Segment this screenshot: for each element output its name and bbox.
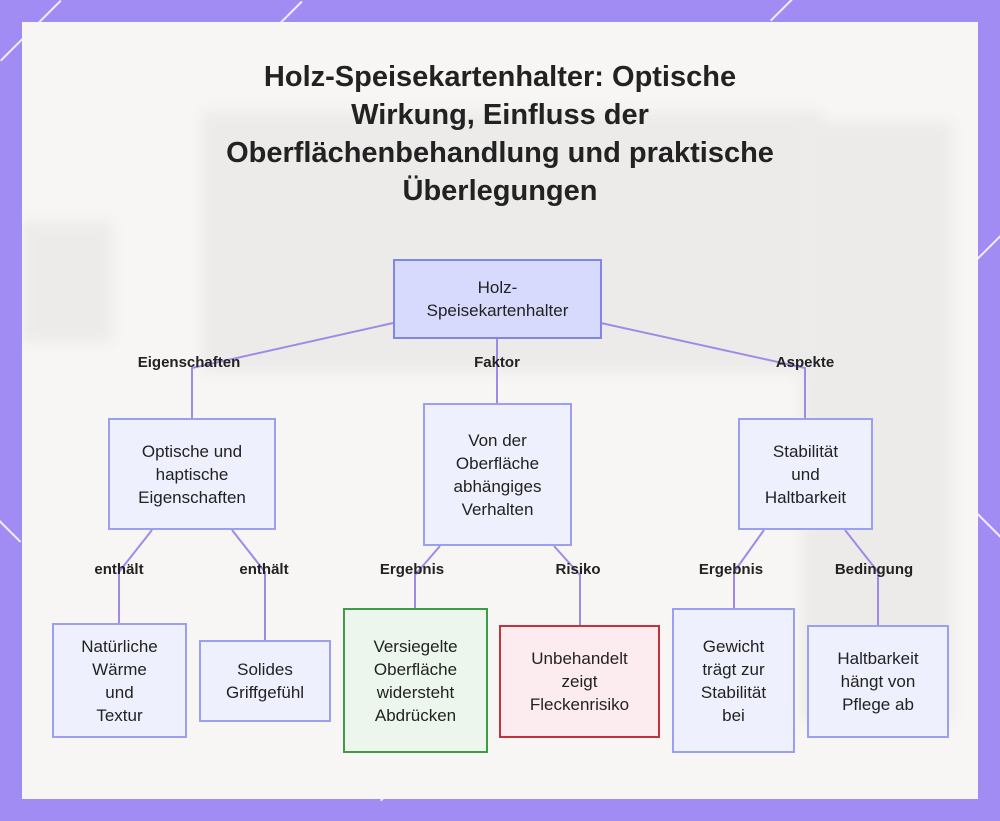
node-label: Gewicht trägt zur Stabilität bei bbox=[700, 636, 767, 725]
edge-label-aspekte: Aspekte bbox=[775, 354, 835, 371]
node-label: Stabilität und Haltbarkeit bbox=[764, 441, 847, 507]
node-label: Natürliche Wärme und Textur bbox=[81, 636, 158, 725]
edge-root-optik bbox=[191, 322, 394, 418]
node-stabil: Stabilität und Haltbarkeit bbox=[738, 418, 873, 530]
edge-label-faktor: Faktor bbox=[474, 354, 520, 371]
node-pflege: Haltbarkeit hängt von Pflege ab bbox=[807, 625, 949, 738]
node-label: Versiegelte Oberfläche widersteht Abdrüc… bbox=[373, 636, 458, 725]
edge-label-ergebnis-2: Ergebnis bbox=[698, 561, 764, 578]
node-label: Solides Griffgefühl bbox=[225, 660, 305, 702]
edge-optik-waerme bbox=[118, 529, 153, 623]
node-label: Unbehandelt zeigt Fleckenrisiko bbox=[529, 649, 630, 714]
edge-stabil-pflege bbox=[844, 529, 879, 625]
node-label: Holz- Speisekartenhalter bbox=[426, 278, 569, 320]
edge-stabil-gewicht bbox=[733, 529, 765, 608]
edge-label-enthaelt-1: enthält bbox=[94, 561, 144, 578]
node-gewicht: Gewicht trägt zur Stabilität bei bbox=[672, 608, 795, 753]
node-root: Holz- Speisekartenhalter bbox=[393, 259, 602, 339]
node-verhalten: Von der Oberfläche abhängiges Verhalten bbox=[423, 403, 572, 546]
diagram-title: Holz-Speisekartenhalter: Optische Wirkun… bbox=[0, 58, 1000, 210]
edge-label-risiko: Risiko bbox=[555, 561, 601, 578]
edge-verhalten-unbehandelt bbox=[553, 545, 581, 625]
node-griff: Solides Griffgefühl bbox=[199, 640, 331, 722]
edge-label-eigenschaften: Eigenschaften bbox=[137, 354, 241, 371]
title-line: Wirkung, Einfluss der bbox=[351, 99, 649, 131]
edge-label-enthaelt-2: enthält bbox=[239, 561, 289, 578]
node-versiegelt: Versiegelte Oberfläche widersteht Abdrüc… bbox=[343, 608, 488, 753]
node-label: Haltbarkeit hängt von Pflege ab bbox=[837, 649, 919, 714]
edge-root-stabil bbox=[600, 322, 806, 418]
node-optik: Optische und haptische Eigenschaften bbox=[108, 418, 276, 530]
background-decoration bbox=[22, 222, 112, 342]
node-unbehandelt: Unbehandelt zeigt Fleckenrisiko bbox=[499, 625, 660, 738]
node-label: Von der Oberfläche abhängiges Verhalten bbox=[453, 430, 542, 519]
node-waerme: Natürliche Wärme und Textur bbox=[52, 623, 187, 738]
edge-label-ergebnis-1: Ergebnis bbox=[379, 561, 445, 578]
title-line: Oberflächenbehandlung und praktische bbox=[226, 137, 774, 169]
title-line: Holz-Speisekartenhalter: Optische bbox=[263, 61, 737, 93]
edge-optik-griff bbox=[231, 529, 266, 640]
title-line: Überlegungen bbox=[402, 175, 598, 207]
edge-verhalten-versiegelt bbox=[414, 545, 441, 608]
node-label: Optische und haptische Eigenschaften bbox=[138, 441, 246, 507]
edge-label-bedingung: Bedingung bbox=[834, 561, 914, 578]
